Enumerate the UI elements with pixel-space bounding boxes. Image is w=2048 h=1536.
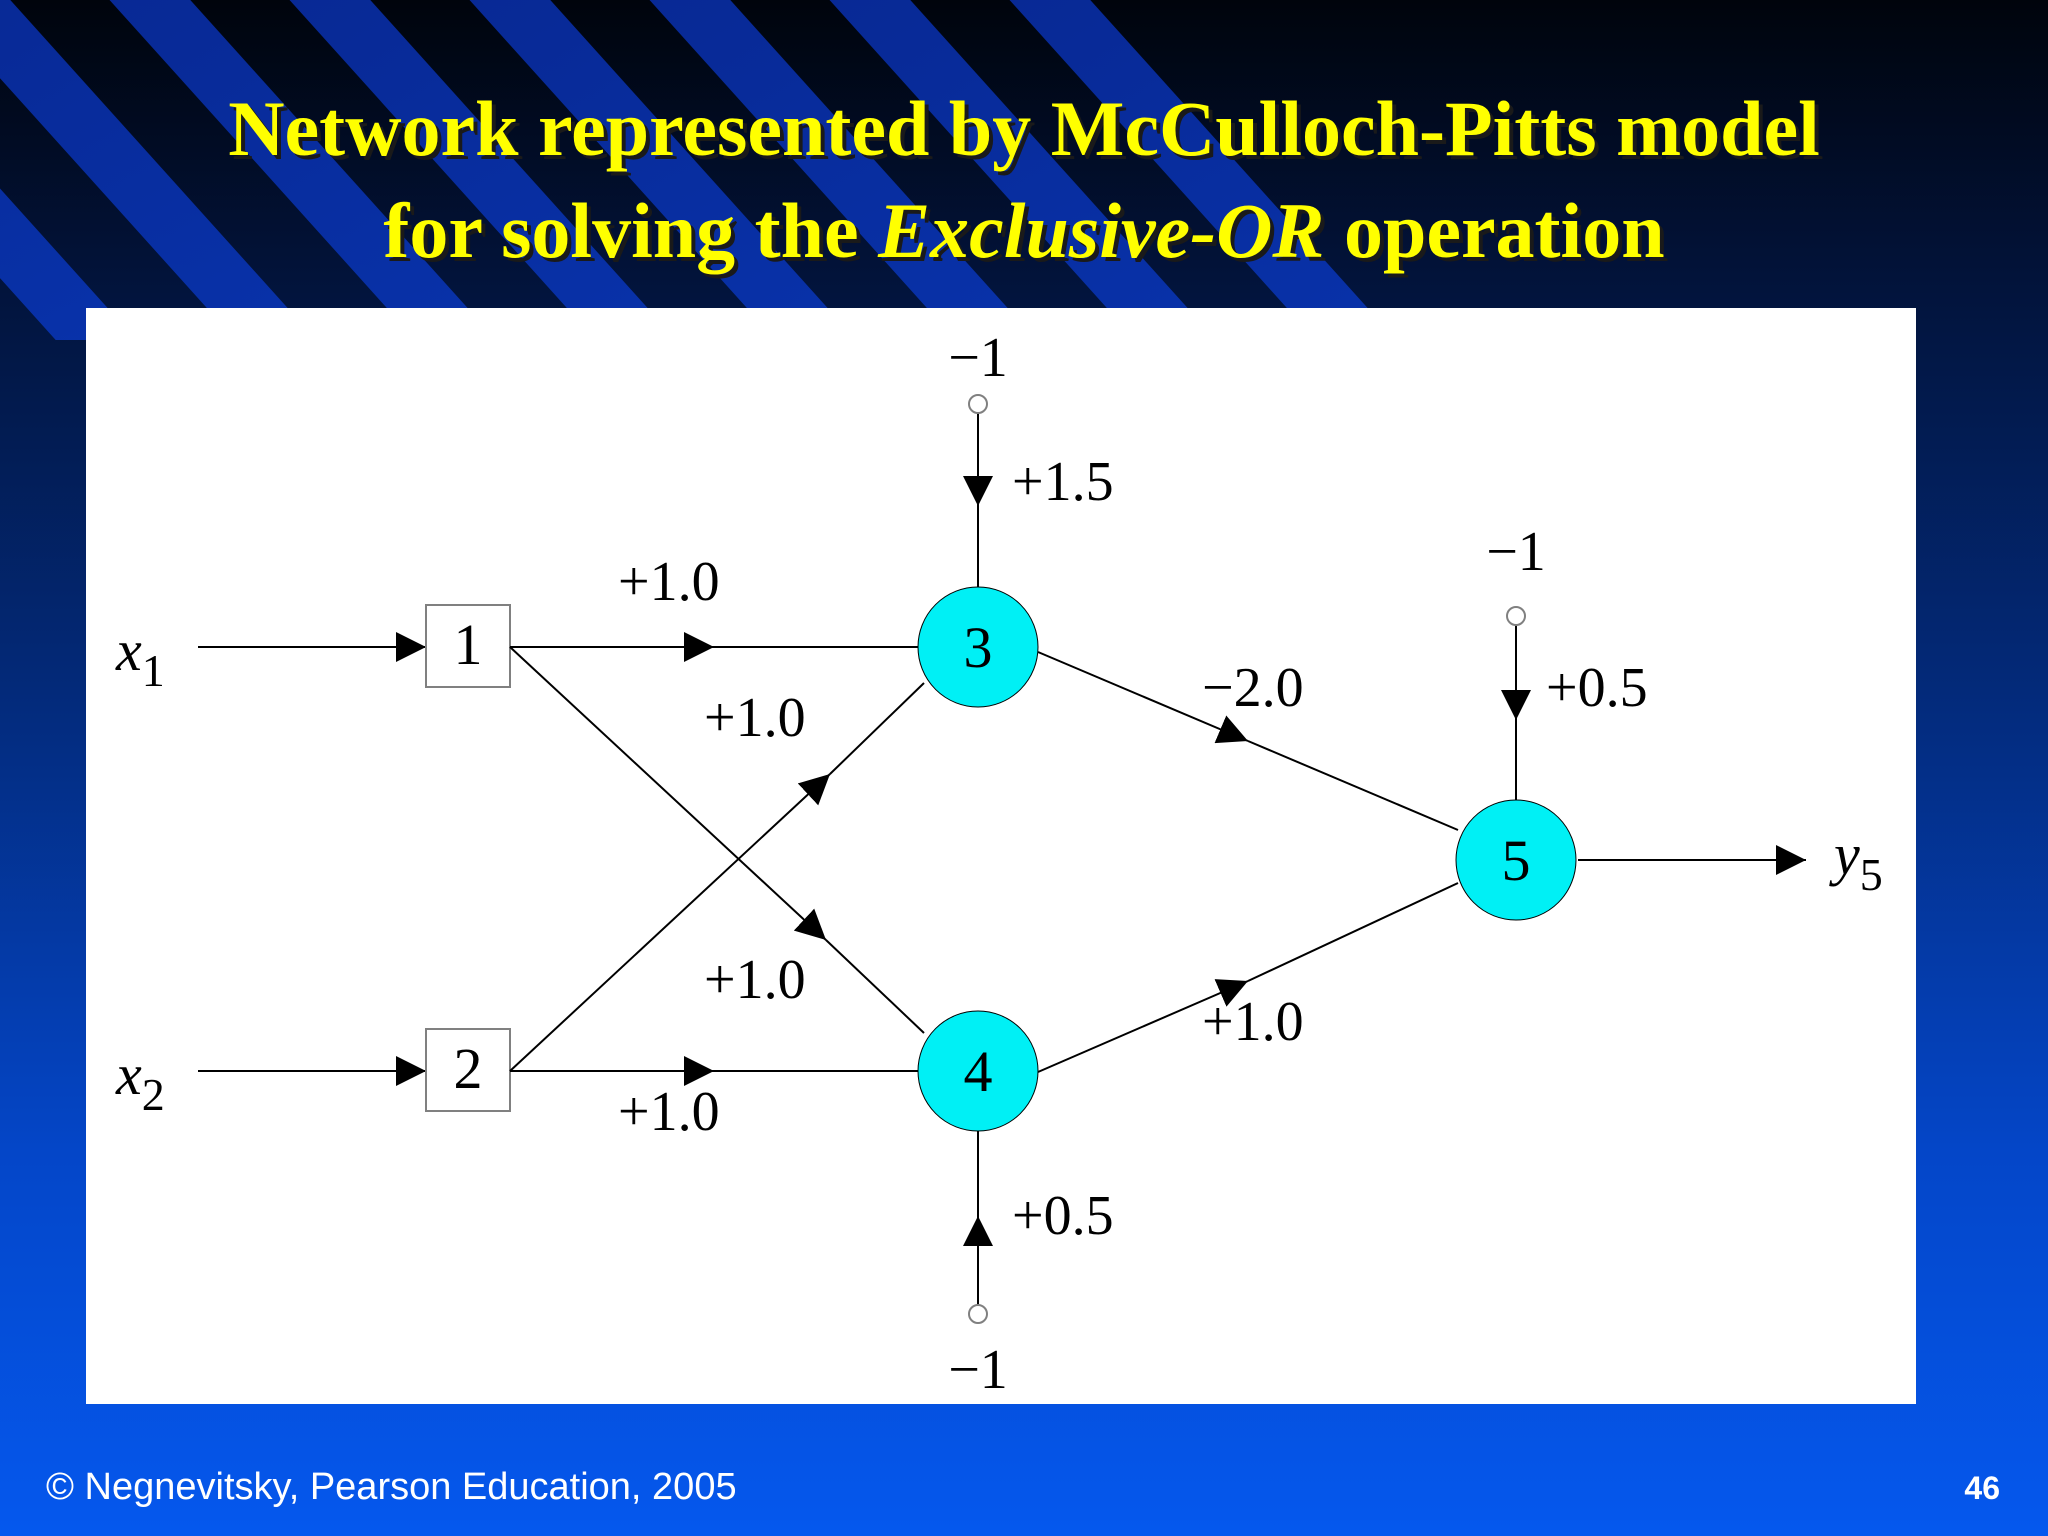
title-line-2-emphasis: Exclusive-OR	[878, 187, 1325, 274]
threshold-4-label: +0.5	[1012, 1185, 1114, 1247]
threshold-5-label: +0.5	[1546, 657, 1648, 719]
input-x2-label: x2	[115, 1042, 165, 1120]
edge-2-3-b	[829, 682, 925, 775]
diagram-panel: x1 x2 1 2	[86, 308, 1916, 1404]
neuron-4-circle	[917, 1010, 1039, 1132]
weight-2-3-label: +1.0	[704, 687, 806, 749]
weight-4-5-label: +1.0	[1202, 991, 1304, 1053]
network-diagram: x1 x2 1 2	[115, 327, 1883, 1401]
page-number: 46	[1964, 1470, 2000, 1506]
edge-1-4-b	[825, 939, 925, 1034]
weight-2-4-label: +1.0	[618, 1081, 720, 1143]
edge-1-4-a	[509, 646, 827, 941]
bias-input-5-label: −1	[1486, 521, 1546, 583]
threshold-3-label: +1.5	[1012, 451, 1114, 513]
bias-dot-3	[968, 394, 988, 414]
edge-4-5-b	[1247, 882, 1459, 982]
copyright-footer: © Negnevitsky, Pearson Education, 2005	[46, 1466, 737, 1508]
title-line-2: for solving the Exclusive-OR operation	[0, 180, 2048, 282]
edge-3-5-b	[1247, 740, 1459, 831]
input-node-2-box	[425, 1028, 511, 1112]
title-line-1: Network represented by McCulloch-Pitts m…	[228, 85, 1820, 172]
neuron-3-label: 3	[964, 615, 993, 680]
edge-3-5-a	[1037, 651, 1249, 744]
input-node-1-label: 1	[454, 612, 483, 677]
input-node-2-label: 2	[454, 1036, 483, 1101]
weight-1-4-label: +1.0	[704, 949, 806, 1011]
neuron-5-circle	[1455, 799, 1577, 921]
bias-dot-4	[968, 1304, 988, 1324]
neuron-5-label: 5	[1502, 828, 1531, 893]
weight-1-3-label: +1.0	[618, 551, 720, 613]
bias-input-4-label: −1	[948, 1339, 1008, 1401]
bias-input-3-label: −1	[948, 327, 1008, 389]
bias-dot-5	[1506, 606, 1526, 626]
edge-4-5-a	[1037, 979, 1249, 1073]
weight-3-5-label: −2.0	[1202, 657, 1304, 719]
edge-2-3-a	[509, 773, 831, 1072]
neuron-3-circle	[917, 586, 1039, 708]
title-line-2-prefix: for solving the	[383, 187, 879, 274]
input-x1-label: x1	[115, 618, 165, 696]
title-line-2-suffix: operation	[1324, 187, 1665, 274]
slide-title: Network represented by McCulloch-Pitts m…	[0, 78, 2048, 282]
output-y5-label: y5	[1829, 822, 1883, 900]
neuron-4-label: 4	[964, 1039, 993, 1104]
